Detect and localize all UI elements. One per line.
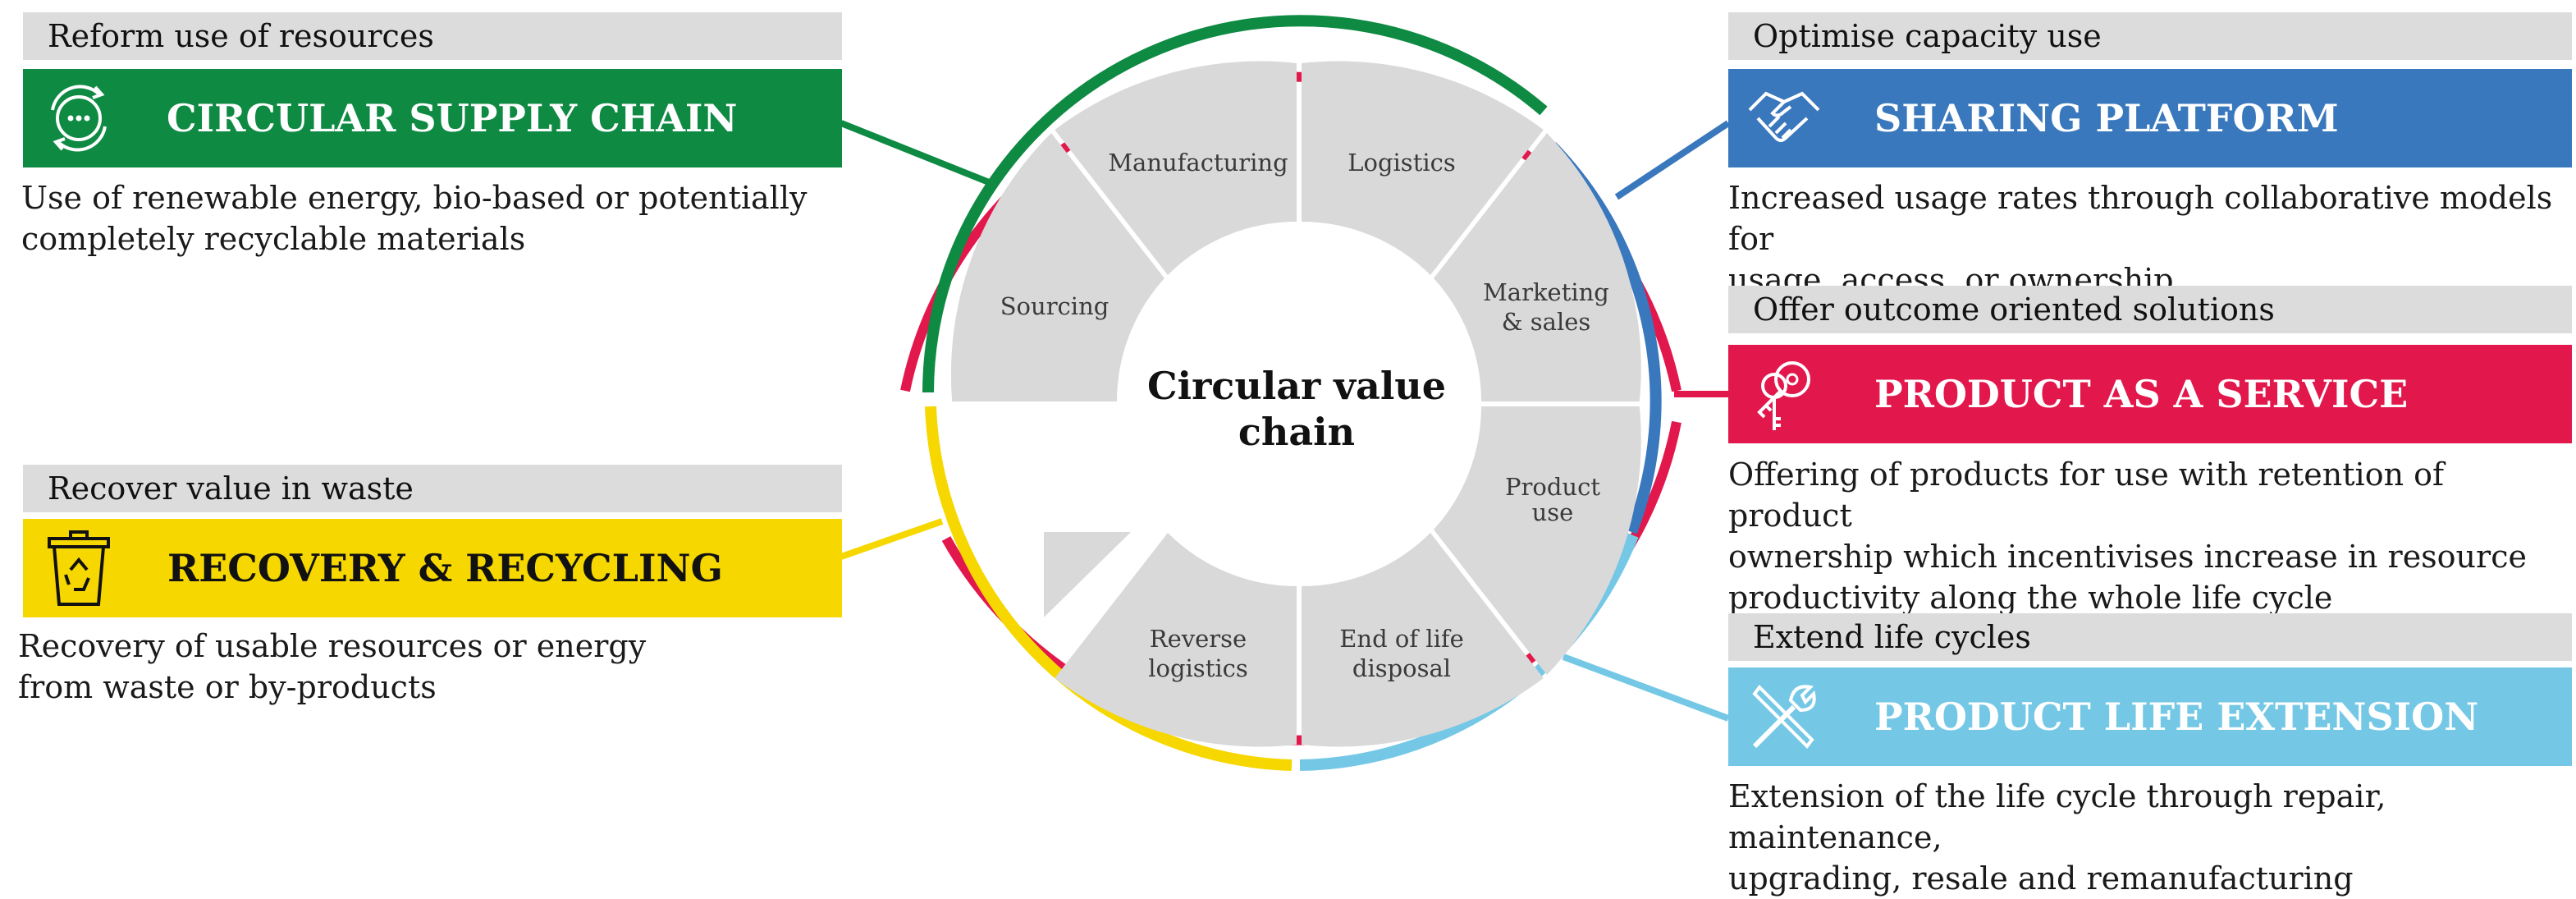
category-recover-value-in-waste: Recover value in waste — [23, 465, 842, 512]
description-recovery-recycling: Recovery of usable resources or energy f… — [18, 626, 646, 708]
connector-circular-supply — [840, 120, 991, 186]
segment-label-end-of-life-line1: End of life — [1339, 625, 1464, 653]
handshake-icon — [1748, 91, 1820, 142]
banner-sharing-platform: SHARING PLATFORM — [1728, 69, 2572, 167]
category-optimise-capacity-use: Optimise capacity use — [1728, 12, 2572, 60]
segment-label-reverse-line1: Reverse — [1150, 625, 1247, 653]
banner-title: PRODUCT LIFE EXTENSION — [1874, 695, 2479, 739]
segment-label-sourcing: Sourcing — [1000, 292, 1110, 320]
segment-label-product-use-line1: Product — [1505, 473, 1600, 501]
center-title-line1: Circular value — [1147, 364, 1446, 408]
banner-recovery-recycling: RECOVERY & RECYCLING — [23, 519, 842, 617]
recycling-bin-icon — [48, 530, 110, 606]
description-line: Recovery of usable resources or energy — [18, 628, 647, 664]
banner-title: RECOVERY & RECYCLING — [167, 546, 723, 590]
description-line: productivity along the whole life cycle — [1728, 580, 2333, 616]
connector-life-extension — [1562, 654, 1730, 722]
segment-label-logistics: Logistics — [1347, 149, 1456, 177]
keys-icon — [1757, 361, 1810, 430]
description-line: upgrading, resale and remanufacturing — [1728, 860, 2354, 897]
segment-logistics — [1302, 61, 1544, 275]
segment-sourcing — [950, 133, 1164, 401]
banner-title: CIRCULAR SUPPLY CHAIN — [167, 96, 738, 140]
segment-label-product-use-line2: use — [1532, 498, 1574, 526]
description-product-life-extension: Extension of the life cycle through repa… — [1728, 776, 2576, 899]
banner-product-as-a-service: PRODUCT AS A SERVICE — [1728, 345, 2572, 443]
description-line: ownership which incentivises increase in… — [1728, 539, 2527, 575]
category-reform-use-of-resources: Reform use of resources — [23, 12, 842, 60]
segment-product-use — [1434, 406, 1641, 675]
banner-title: SHARING PLATFORM — [1874, 96, 2339, 140]
description-line: Extension of the life cycle through repa… — [1728, 778, 2386, 855]
description-product-as-a-service: Offering of products for use with retent… — [1728, 454, 2576, 618]
tools-icon — [1752, 684, 1816, 750]
connector-sharing — [1614, 120, 1731, 200]
banner-circular-supply-chain: CIRCULAR SUPPLY CHAIN — [23, 69, 842, 167]
description-sharing-platform: Increased usage rates through collaborat… — [1728, 177, 2576, 300]
description-line: Use of renewable energy, bio-based or po… — [21, 180, 808, 216]
description-line: Offering of products for use with retent… — [1728, 456, 2445, 534]
circular-value-chain-diagram: Manufacturing Logistics Marketing & sale… — [840, 15, 1731, 771]
segment-label-reverse-line2: logistics — [1148, 654, 1248, 682]
category-offer-outcome-oriented-solutions: Offer outcome oriented solutions — [1728, 286, 2572, 333]
ring-recovery-recycling — [925, 406, 1293, 771]
banner-product-life-extension: PRODUCT LIFE EXTENSION — [1728, 667, 2572, 766]
description-line: from waste or by-products — [18, 669, 437, 705]
segment-label-marketing-line2: & sales — [1502, 308, 1591, 336]
description-line: Increased usage rates through collaborat… — [1728, 180, 2553, 257]
recycle-circle-icon — [51, 85, 107, 152]
segment-label-end-of-life-line2: disposal — [1352, 654, 1451, 682]
description-line: completely recyclable materials — [21, 221, 526, 257]
segment-manufacturing — [1055, 61, 1297, 276]
center-title-line2: chain — [1238, 410, 1355, 454]
banner-title: PRODUCT AS A SERVICE — [1874, 372, 2409, 416]
segment-marketing — [1434, 133, 1641, 401]
gap-arrow-shape — [1044, 532, 1131, 617]
segment-label-marketing-line1: Marketing — [1483, 278, 1609, 306]
segment-reverse-logistics — [1055, 533, 1297, 747]
description-circular-supply-chain: Use of renewable energy, bio-based or po… — [21, 177, 807, 259]
connector-recovery — [840, 518, 944, 560]
category-extend-life-cycles: Extend life cycles — [1728, 613, 2572, 661]
segment-end-of-life — [1302, 533, 1544, 747]
ring-circular-supply-chain — [922, 15, 1548, 393]
segment-label-manufacturing: Manufacturing — [1108, 149, 1288, 177]
